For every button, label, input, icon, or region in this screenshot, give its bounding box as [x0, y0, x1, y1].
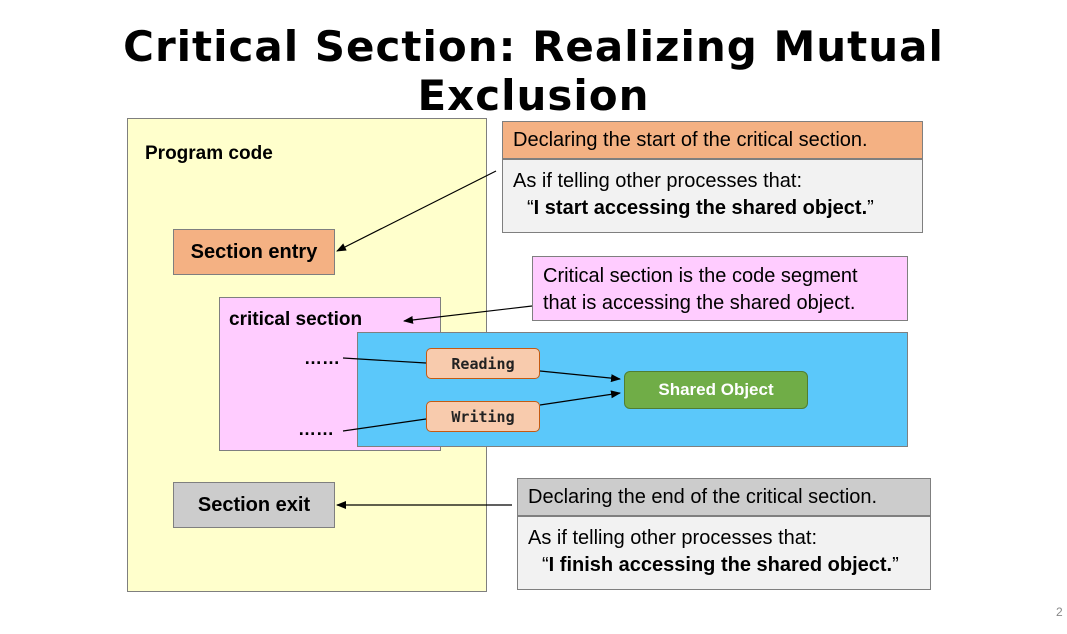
reading-to-shared-arrow	[539, 370, 621, 383]
writing-box: Writing	[426, 401, 540, 432]
program-code-label: Program code	[145, 143, 273, 164]
critical-note-line-1: Critical section is the code segment	[543, 265, 858, 287]
entry-note-body: As if telling other processes that: “I s…	[502, 159, 923, 233]
reading-box: Reading	[426, 348, 540, 379]
dots-to-reading-line	[342, 357, 427, 364]
critical-section-label: critical section	[229, 309, 363, 330]
section-entry-box: Section entry	[173, 229, 335, 275]
page-number: 2	[1056, 605, 1063, 619]
entry-note-line: As if telling other processes that:	[513, 170, 803, 192]
exit-note-quote: “I finish accessing the shared object.”	[542, 554, 899, 576]
exit-note-line: As if telling other processes that:	[528, 527, 818, 549]
critical-note-line-2: that is accessing the shared object.	[543, 292, 856, 314]
critical-arrow	[403, 305, 533, 324]
writing-to-shared-arrow	[539, 390, 621, 406]
dots-to-writing-line	[342, 418, 427, 432]
slide-title: Critical Section: Realizing Mutual Exclu…	[123, 22, 944, 120]
ellipsis-bottom: ……	[298, 419, 334, 439]
critical-section-note: Critical section is the code segment tha…	[532, 256, 908, 321]
section-exit-box: Section exit	[173, 482, 335, 528]
entry-arrow	[336, 170, 497, 252]
entry-note-heading: Declaring the start of the critical sect…	[502, 121, 923, 159]
shared-object-box: Shared Object	[624, 371, 808, 409]
ellipsis-top: ……	[304, 348, 340, 368]
entry-note-quote: “I start accessing the shared object.”	[527, 197, 874, 219]
exit-note-heading: Declaring the end of the critical sectio…	[517, 478, 931, 516]
exit-note-body: As if telling other processes that: “I f…	[517, 516, 931, 590]
